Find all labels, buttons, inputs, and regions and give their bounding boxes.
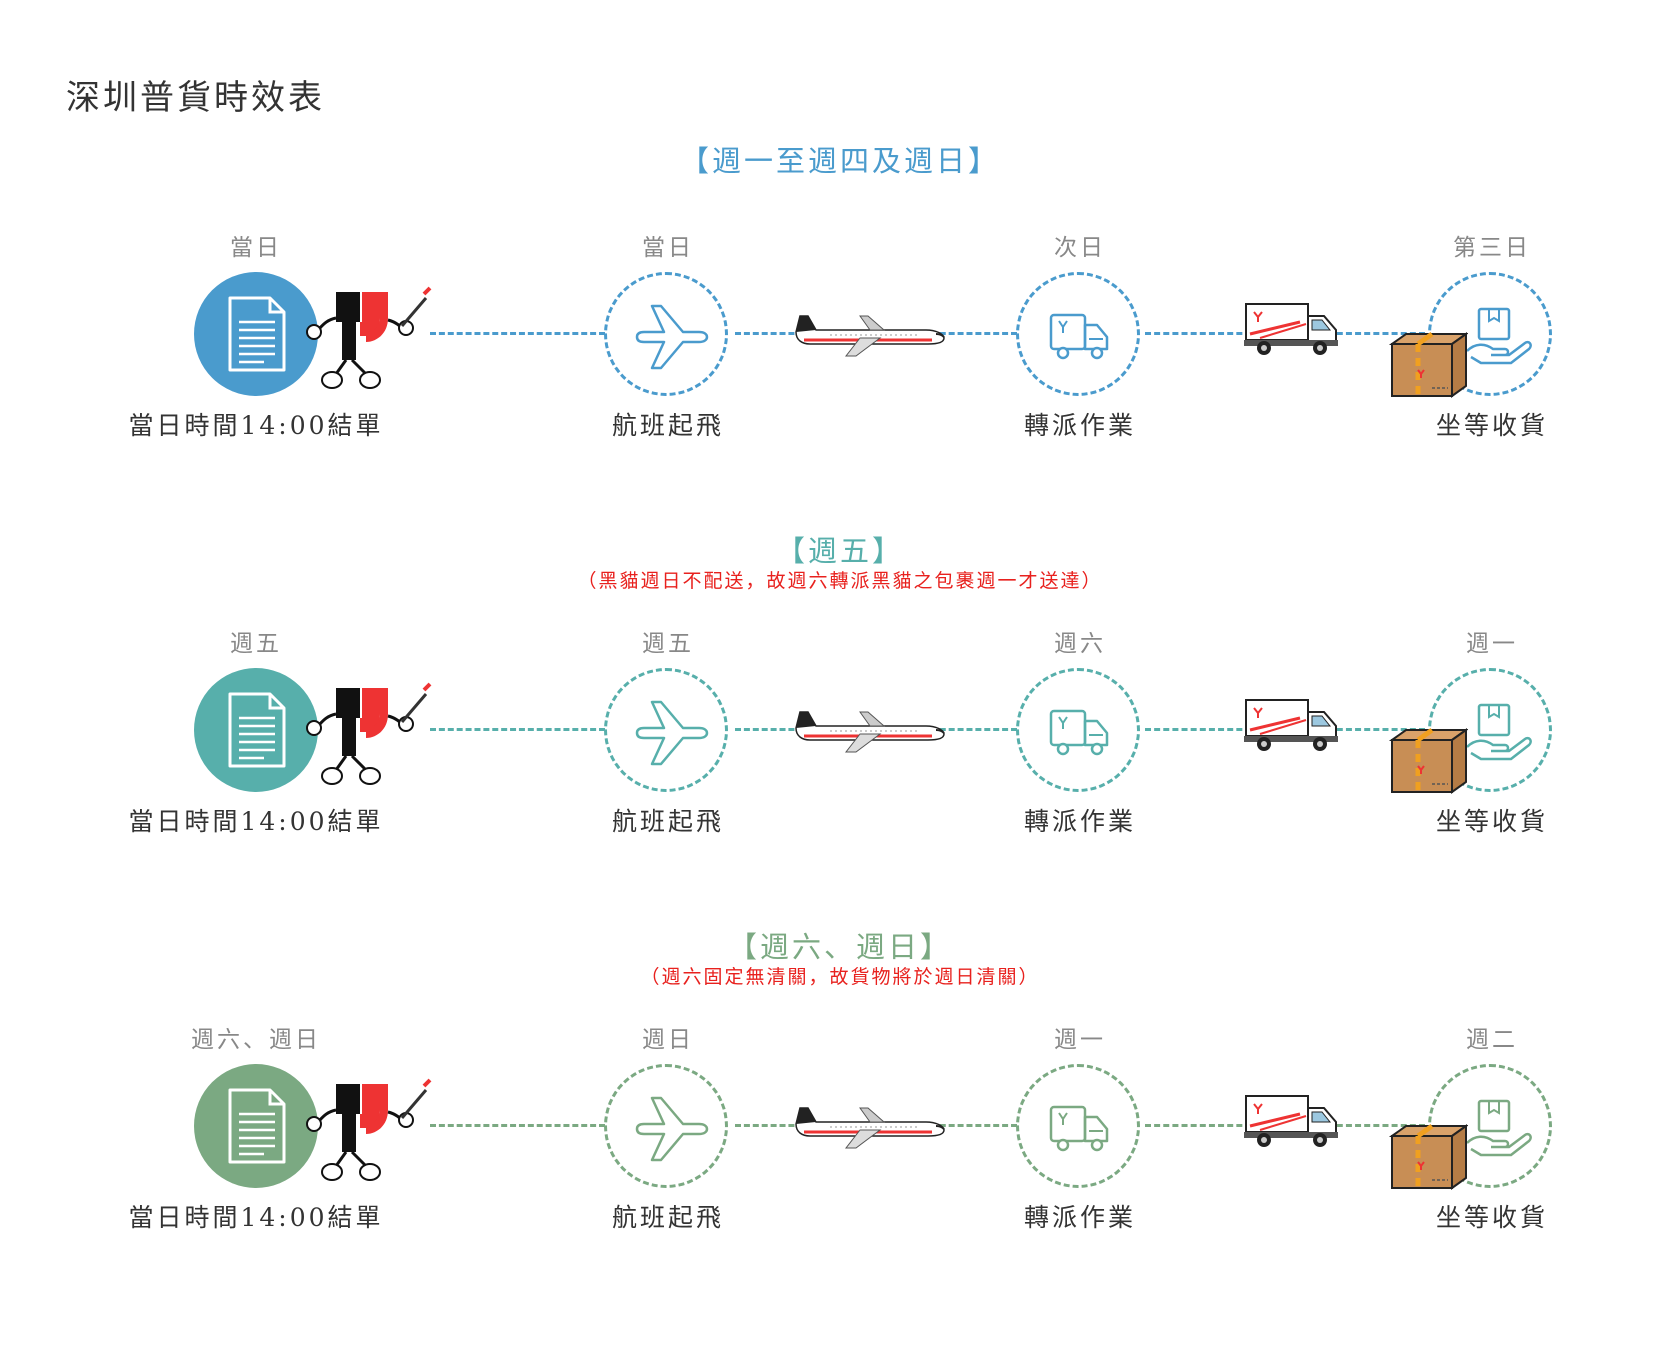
delivery-van-icon — [1019, 1067, 1143, 1191]
section-heading: 【週六、週日】 — [0, 924, 1680, 966]
connector-line — [430, 332, 605, 335]
stage-label-dispatch: 轉派作業 — [930, 802, 1230, 838]
flight-step-circle — [604, 668, 728, 792]
delivery-van-icon — [1019, 275, 1143, 399]
mascot-icon — [290, 674, 440, 794]
jet-icon — [790, 700, 950, 756]
day-label-dispatch: 週一 — [960, 1020, 1200, 1054]
day-label-order: 週五 — [136, 624, 376, 658]
truck-icon — [1242, 300, 1342, 360]
airplane-icon — [607, 275, 731, 399]
airplane-icon — [607, 671, 731, 795]
day-label-flight: 當日 — [548, 228, 788, 262]
stage-label-flight: 航班起飛 — [518, 802, 818, 838]
stage-label-dispatch: 轉派作業 — [930, 1198, 1230, 1234]
delivery-van-icon — [1019, 671, 1143, 795]
section-heading: 【週一至週四及週日】 — [0, 138, 1680, 180]
dispatch-step-circle — [1016, 1064, 1140, 1188]
dispatch-step-circle — [1016, 272, 1140, 396]
connector-line — [430, 728, 605, 731]
day-label-receive: 週一 — [1372, 624, 1612, 658]
airplane-icon — [607, 1067, 731, 1191]
stage-label-order: 當日時間14:00結單 — [106, 802, 406, 838]
truck-icon — [1242, 696, 1342, 756]
mascot-icon — [290, 278, 440, 398]
stage-label-flight: 航班起飛 — [518, 1198, 818, 1234]
flight-step-circle — [604, 1064, 728, 1188]
section-note: （黑貓週日不配送，故週六轉派黑貓之包裹週一才送達） — [0, 566, 1680, 593]
stage-label-flight: 航班起飛 — [518, 406, 818, 442]
connector-line — [430, 1124, 605, 1127]
schedule-section: 【週五】 （黑貓週日不配送，故週六轉派黑貓之包裹週一才送達） 週五 週五 週六 … — [0, 596, 1680, 976]
cardboard-box-icon — [1388, 726, 1468, 796]
schedule-section: 【週一至週四及週日】 當日 當日 次日 第三日 — [0, 200, 1680, 580]
day-label-dispatch: 次日 — [960, 228, 1200, 262]
stage-label-receive: 坐等收貨 — [1342, 406, 1642, 442]
stage-label-order: 當日時間14:00結單 — [106, 1198, 406, 1234]
truck-icon — [1242, 1092, 1342, 1152]
dispatch-step-circle — [1016, 668, 1140, 792]
day-label-flight: 週五 — [548, 624, 788, 658]
jet-icon — [790, 304, 950, 360]
day-label-flight: 週日 — [548, 1020, 788, 1054]
section-heading: 【週五】 — [0, 528, 1680, 570]
mascot-icon — [290, 1070, 440, 1190]
stage-label-order: 當日時間14:00結單 — [106, 406, 406, 442]
page-title: 深圳普貨時效表 — [66, 70, 325, 119]
day-label-order: 當日 — [136, 228, 376, 262]
schedule-section: 【週六、週日】 （週六固定無清關，故貨物將於週日清關） 週六、週日 週日 週一 … — [0, 992, 1680, 1372]
day-label-order: 週六、週日 — [136, 1020, 376, 1054]
day-label-receive: 第三日 — [1372, 228, 1612, 262]
cardboard-box-icon — [1388, 330, 1468, 400]
day-label-receive: 週二 — [1372, 1020, 1612, 1054]
section-note: （週六固定無清關，故貨物將於週日清關） — [0, 962, 1680, 989]
day-label-dispatch: 週六 — [960, 624, 1200, 658]
jet-icon — [790, 1096, 950, 1152]
stage-label-receive: 坐等收貨 — [1342, 802, 1642, 838]
cardboard-box-icon — [1388, 1122, 1468, 1192]
flight-step-circle — [604, 272, 728, 396]
stage-label-receive: 坐等收貨 — [1342, 1198, 1642, 1234]
stage-label-dispatch: 轉派作業 — [930, 406, 1230, 442]
